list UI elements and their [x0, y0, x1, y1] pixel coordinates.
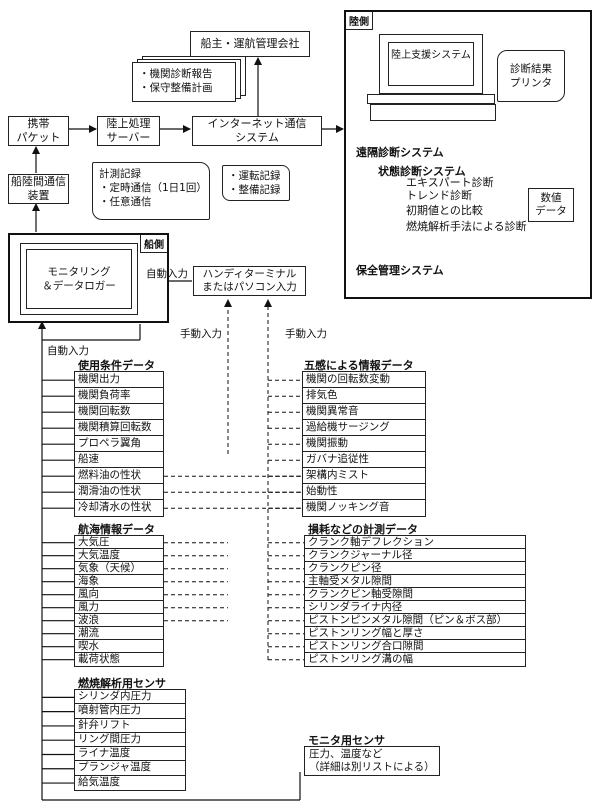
shore-side-label: 陸側	[346, 12, 373, 30]
maintenance-management-system: 保全管理システム	[356, 264, 444, 277]
table-row: シリンダ内圧力	[75, 690, 185, 705]
printer-icon: 診断結果プリンタ	[497, 50, 565, 102]
table-row: 船速	[75, 452, 163, 468]
table-row: クランクピン径	[305, 562, 525, 575]
owner-company-box: 船主・運航管理会社	[190, 31, 310, 57]
method-expert: エキスパート診断	[406, 176, 494, 189]
table-row: 潮流	[75, 627, 163, 640]
wear-measurement-table: クランク軸デフレクションクランクジャーナル径クランクピン径主軸受メタル隙間クラン…	[304, 535, 526, 667]
table-row: 燃料油の性状	[75, 468, 163, 484]
table-row: ライナ温度	[75, 747, 185, 762]
monitor-sensor-table: 圧力、温度など （詳細は別リストによる）	[304, 746, 440, 776]
table-row: 機関負荷率	[75, 388, 163, 404]
numeric-data-box: 数値データ	[528, 188, 574, 222]
reports-stack: ・機関診断報告 ・保守整備計画	[132, 56, 246, 102]
table-row: 機関振動	[303, 436, 425, 452]
wear-measurement-title: 損耗などの計測データ	[308, 523, 418, 536]
support-system-screen: 陸上支援システム	[388, 42, 474, 86]
monitoring-data-logger: モニタリング＆データロガー	[26, 249, 132, 309]
table-row: ピストンリング幅と厚さ	[305, 627, 525, 640]
table-row: プロペラ翼角	[75, 436, 163, 452]
remote-diagnosis-system: 遠隔診断システム	[356, 146, 444, 159]
table-row: 風向	[75, 588, 163, 601]
table-row: ガバナ追従性	[303, 452, 425, 468]
internet-system-box: インターネット通信システム	[192, 116, 322, 146]
table-row: 始動性	[303, 484, 425, 500]
table-row: 機関積算回転数	[75, 420, 163, 436]
handy-terminal-box: ハンディターミナルまたはパソコン入力	[193, 266, 306, 296]
auto-input-left-label: 自動入力	[47, 345, 89, 357]
table-row: 風力	[75, 601, 163, 614]
report-item: ・機関診断報告	[139, 68, 213, 80]
monitor-sensor-title: モニタ用センサ	[308, 734, 385, 747]
five-senses-title: 五感による情報データ	[304, 359, 414, 372]
table-row: シリンダライナ内径	[305, 601, 525, 614]
table-row: 冷却清水の性状	[78, 501, 152, 513]
usage-conditions-title: 使用条件データ	[78, 359, 155, 372]
manual-input-label-1: 手動入力	[180, 328, 222, 340]
table-row: 過給機サージング	[303, 420, 425, 436]
table-row: 波浪	[75, 614, 163, 627]
measure-records-scroll: 計測記録 ・定時通信（1日1回） ・任意通信	[92, 162, 210, 220]
portable-packet-box: 携帯パケット	[8, 116, 69, 146]
table-row: 載荷状態	[78, 653, 120, 665]
table-row: 機関ノッキング音	[306, 501, 390, 513]
table-row: 給気温度	[78, 775, 120, 788]
table-row: 大気温度	[75, 549, 163, 562]
table-row: ピストンピンメタル隙間（ピン＆ボス部）	[305, 614, 525, 627]
ship-side-panel: 船側 モニタリング＆データロガー	[8, 233, 169, 323]
condition-diagnosis-system: 状態診断システム	[378, 165, 466, 178]
table-row: リング間圧力	[75, 733, 185, 748]
usage-conditions-table: 機関出力機関負荷率機関回転数機関積算回転数プロペラ翼角船速燃料油の性状潤滑油の性…	[74, 371, 164, 517]
manual-input-label-2: 手動入力	[285, 328, 327, 340]
table-row: ピストンリング溝の幅	[308, 653, 413, 665]
table-row: 噴射管内圧力	[75, 704, 185, 719]
report-item: ・保守整備計画	[139, 82, 213, 94]
table-row: ピストンリング合口隙間	[305, 640, 525, 653]
table-row: 喫水	[75, 640, 163, 653]
table-row: 機関異常音	[303, 404, 425, 420]
computer-monitor-icon: 陸上支援システム	[379, 34, 483, 94]
table-row: 機関の回転数変動	[303, 372, 425, 388]
keyboard-icon	[370, 104, 496, 121]
auto-input-label: 自動入力	[146, 268, 188, 280]
ship-side-label: 船側	[140, 235, 167, 253]
table-row: 潤滑油の性状	[75, 484, 163, 500]
five-senses-table: 機関の回転数変動排気色機関異常音過給機サージング機関振動ガバナ追従性架構内ミスト…	[302, 371, 426, 517]
monitor-item: 圧力、温度など	[309, 748, 383, 760]
logger-outer	[20, 243, 138, 315]
table-row: 架構内ミスト	[303, 468, 425, 484]
table-row: プランジャ温度	[75, 761, 185, 776]
combustion-sensor-table: シリンダ内圧力噴射管内圧力針弁リフトリング間圧力ライナ温度プランジャ温度給気温度	[74, 689, 186, 791]
combustion-sensor-title: 燃焼解析用センサ	[78, 677, 166, 690]
table-row: 排気色	[303, 388, 425, 404]
computer-base	[367, 94, 495, 104]
table-row: クランクピン軸受隙間	[305, 588, 525, 601]
table-row: 針弁リフト	[75, 719, 185, 733]
monitor-item: （詳細は別リストによる）	[309, 761, 435, 773]
ship-shore-comm-box: 船陸間通信装置	[8, 174, 69, 204]
method-trend: トレンド診断	[406, 189, 472, 202]
table-row: 大気圧	[75, 536, 163, 549]
land-server-box: 陸上処理サーバー	[97, 116, 160, 146]
op-records-scroll: ・運転記録 ・整備記録	[222, 165, 290, 201]
table-row: 気象（天候）	[75, 562, 163, 575]
method-initial-compare: 初期値との比較	[406, 204, 483, 217]
table-row: 機関出力	[75, 372, 163, 388]
table-row: 機関回転数	[75, 404, 163, 420]
method-combustion: 燃焼解析手法による診断	[406, 220, 527, 233]
table-row: 主軸受メタル隙間	[305, 575, 525, 588]
table-row: クランクジャーナル径	[305, 549, 525, 562]
voyage-info-title: 航海情報データ	[78, 523, 155, 536]
table-row: 海象	[75, 575, 163, 588]
table-row: クランク軸デフレクション	[305, 536, 525, 549]
voyage-info-table: 大気圧大気温度気象（天候）海象風向風力波浪潮流喫水載荷状態	[74, 535, 164, 667]
